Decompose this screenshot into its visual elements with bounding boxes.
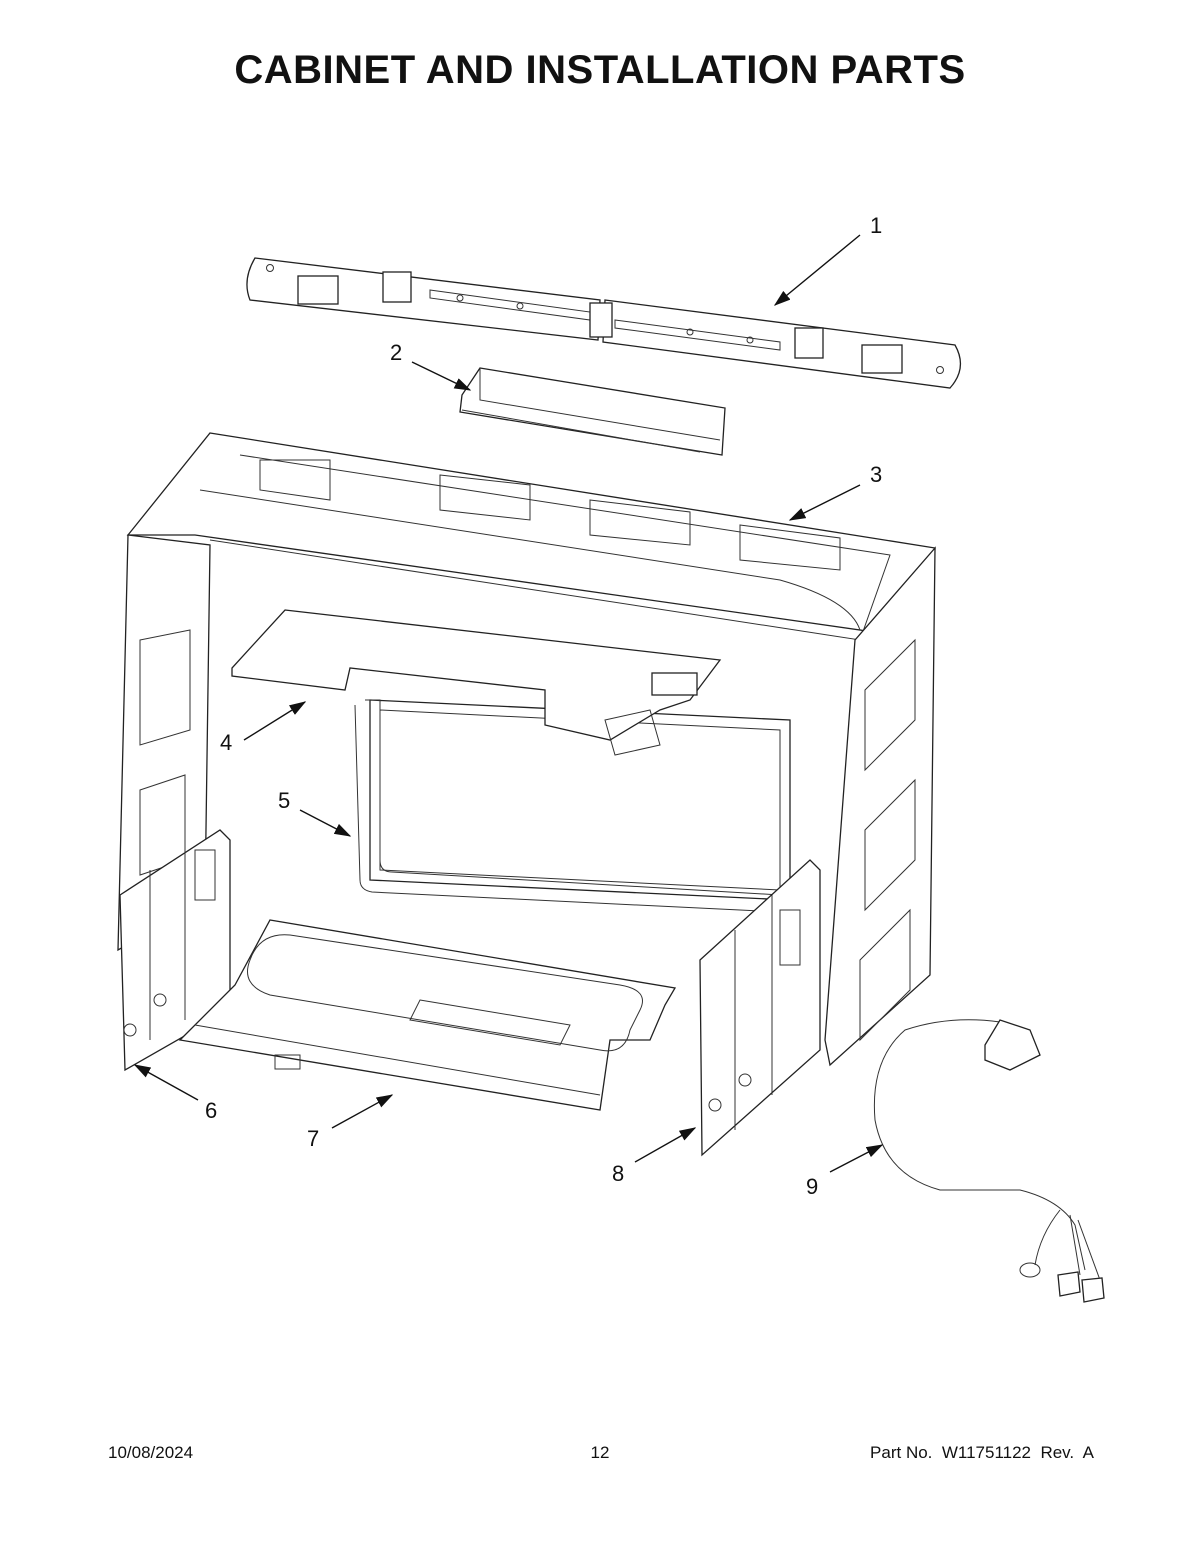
part-3-cabinet [117, 432, 936, 1067]
part-4-top-plate [231, 609, 722, 756]
part-2-channel [459, 367, 726, 456]
part-1-mounting-bracket [246, 257, 962, 389]
callout-4: 4 [220, 730, 232, 755]
callout-8: 8 [612, 1161, 624, 1186]
callout-7: 7 [307, 1126, 319, 1151]
callout-9: 9 [806, 1174, 818, 1199]
callout-2: 2 [390, 340, 402, 365]
footer-part-number: Part No. W11751122 Rev. A [870, 1443, 1094, 1462]
callout-3: 3 [870, 462, 882, 487]
callout-6: 6 [205, 1098, 217, 1123]
part-8-right-side-panel [699, 859, 821, 1157]
part-9-wire-harness [873, 1019, 1105, 1303]
callout-5: 5 [278, 788, 290, 813]
page-title: CABINET AND INSTALLATION PARTS [234, 48, 966, 92]
callout-1: 1 [870, 213, 882, 238]
part-7-bottom-tray [178, 919, 677, 1111]
footer-date: 10/08/2024 [108, 1443, 194, 1462]
part-5-frame [354, 699, 781, 913]
part-6-left-side-panel [119, 829, 231, 1072]
footer-page-number: 12 [590, 1443, 610, 1462]
